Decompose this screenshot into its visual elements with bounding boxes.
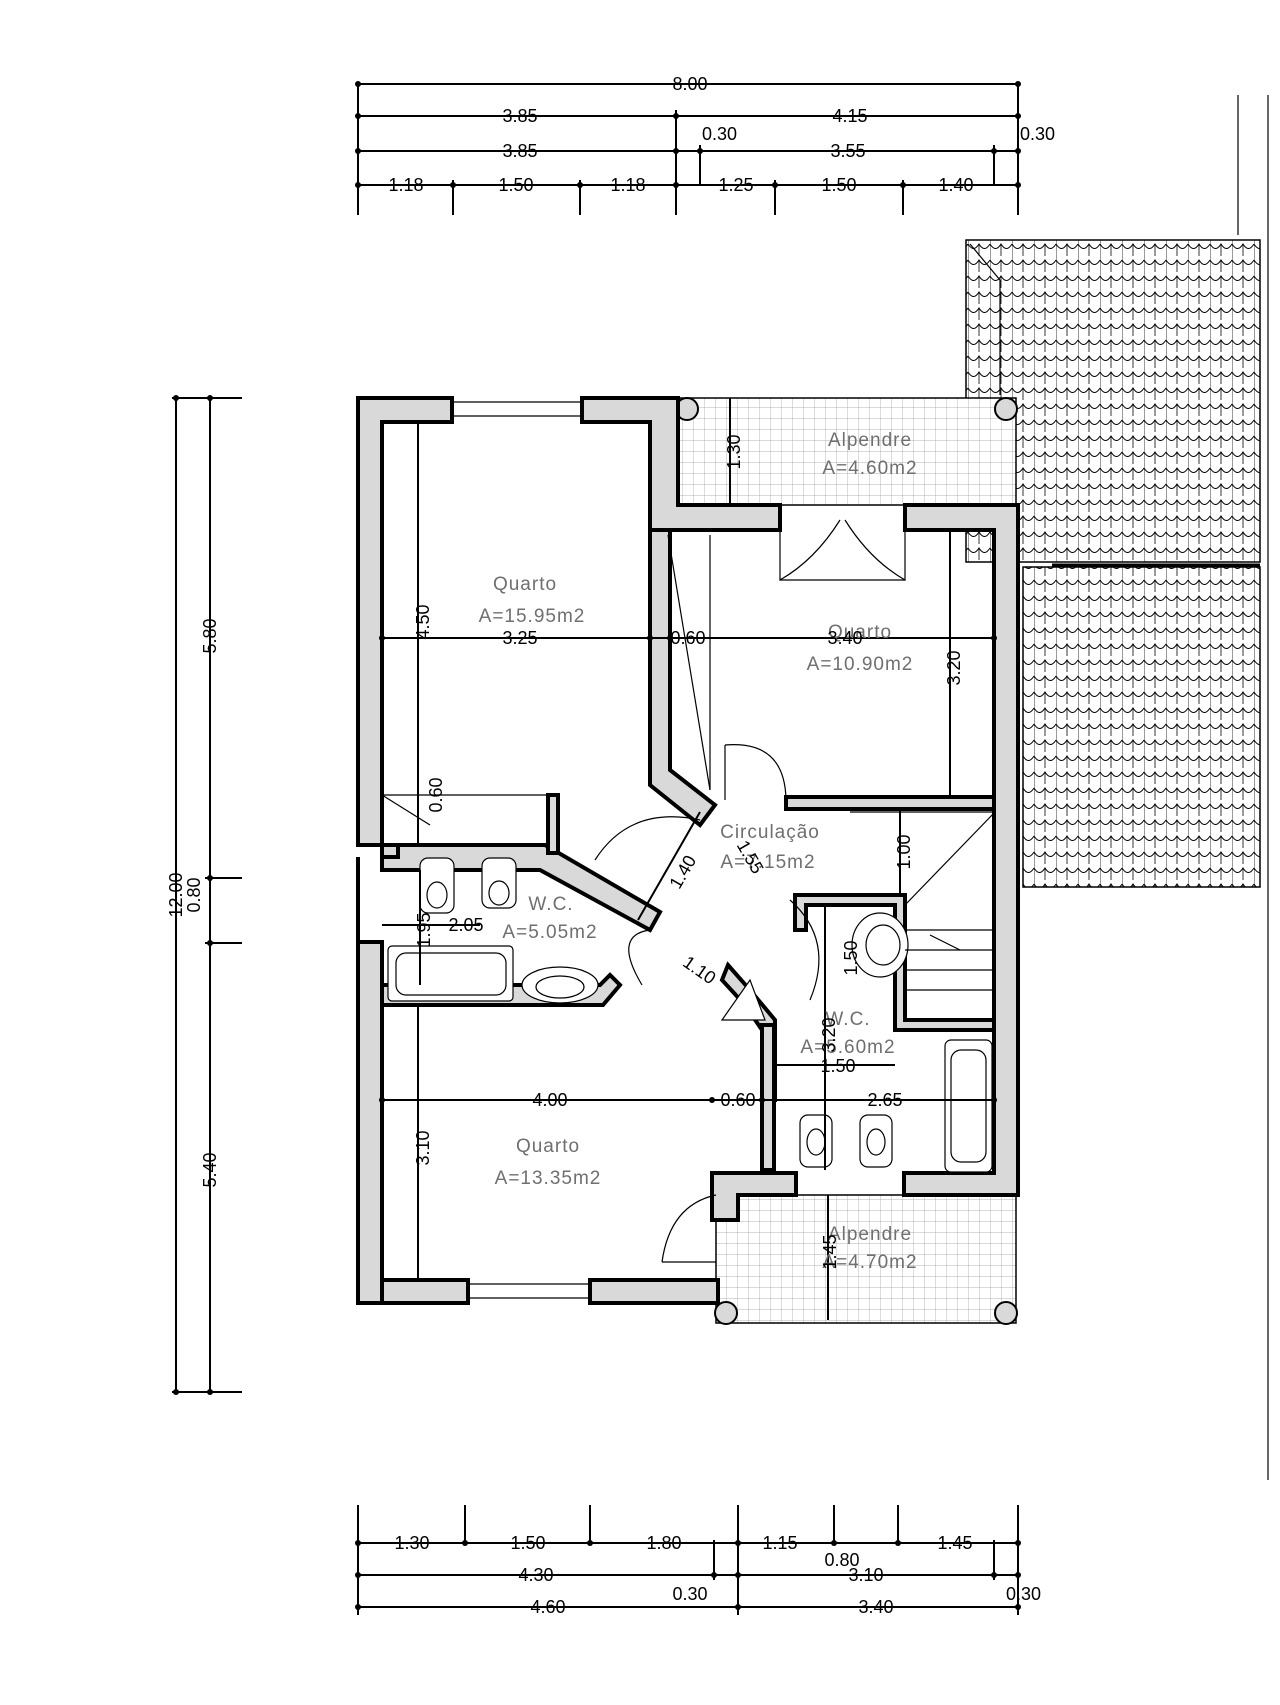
dim-top-r4-f: 1.40 [938,175,973,195]
room-wc1-name: W.C. [528,894,573,915]
dim-top-r4-a: 1.18 [388,175,423,195]
dim-wall-gap: 0.60 [670,628,705,648]
dim-left-upper: 5.80 [200,618,220,653]
dim-top-r3-b: 0.30 [702,124,737,144]
dim-top-r3-c: 3.55 [830,141,865,161]
dim-top-r3-d: 0.30 [1020,124,1055,144]
dimension-ticks [173,81,1021,1610]
dim-q1-height: 4.50 [413,604,433,639]
dim-top-r3-a: 3.85 [502,141,537,161]
dim-wc1-height: 1.95 [414,912,434,947]
dim-bot-r1-a: 1.30 [394,1533,429,1553]
dimension-labels-left: 12.00 5.80 0.80 5.40 [166,618,220,1187]
porch-top [675,397,1018,506]
dimension-labels-top: 8.00 3.85 4.15 3.85 0.30 3.55 0.30 1.18 … [388,74,1055,195]
dim-stair-gap: 1.00 [894,834,914,869]
room-q3-area: A=13.35m2 [495,1168,602,1189]
room-q2-name: Quarto [828,622,892,643]
dim-wc2-sink: 1.50 [841,940,861,975]
dim-left-middle: 0.80 [184,877,204,912]
dim-q2-height: 3.20 [944,650,964,685]
room-wc1-area: A=5.05m2 [502,922,597,943]
dim-wc1-width: 2.05 [448,915,483,935]
dim-top-r4-c: 1.18 [610,175,645,195]
room-alp1-name: Alpendre [828,430,912,451]
dim-top-total: 8.00 [672,74,707,94]
dim-circ-c: 1.10 [679,952,719,988]
dimension-lines-bottom [357,1505,1019,1615]
room-wc2-name: W.C. [825,1009,870,1030]
dim-wc2-height: 3.20 [819,1017,839,1052]
dim-top-right: 4.15 [832,106,867,126]
room-circ-area: A=7.15m2 [720,852,815,873]
room-wc2-area: A=5.60m2 [800,1037,895,1058]
interior-dimension-lines [382,398,994,1320]
dim-bot-r2-c: 3.10 [848,1565,883,1585]
dim-top-r4-e: 1.50 [821,175,856,195]
dim-wall-gap2: 0.60 [720,1090,755,1110]
dim-circ-a: 1.40 [665,852,700,892]
dim-bot-r1-f: 1.45 [937,1533,972,1553]
dim-left-total: 12.00 [166,872,186,917]
dim-bot-r2-a: 4.30 [518,1565,553,1585]
room-q2-area: A=10.90m2 [807,654,914,675]
dim-top-left: 3.85 [502,106,537,126]
dim-bot-r2-b: 0.30 [672,1584,707,1604]
dimension-labels-bottom: 1.30 1.50 1.80 1.15 0.80 1.45 4.30 0.30 … [394,1533,1041,1617]
dim-bot-r3-b: 3.40 [858,1597,893,1617]
room-circ-name: Circulação [720,822,820,843]
room-q3-name: Quarto [516,1136,580,1157]
dim-closet-depth: 0.60 [426,777,446,812]
dim-q1-width: 3.25 [502,628,537,648]
dim-q3-right: 2.65 [867,1090,902,1110]
dim-alp-bottom-depth: 1.45 [820,1234,840,1269]
dim-left-lower: 5.40 [200,1152,220,1187]
room-alp2-name: Alpendre [828,1224,912,1245]
dimension-lines-top [357,82,1019,215]
walls [356,396,1020,1305]
dim-top-r4-d: 1.25 [718,175,753,195]
room-labels: Quarto A=15.95m2 Quarto A=10.90m2 Quarto… [479,430,917,1273]
dim-wc2-width: 1.50 [820,1056,855,1076]
dim-bot-r1-c: 1.80 [646,1533,681,1553]
dim-alp-top-depth: 1.30 [724,434,744,469]
dim-q3-width: 4.00 [532,1090,567,1110]
dim-q3-height: 3.10 [413,1130,433,1165]
room-alp1-area: A=4.60m2 [822,458,917,479]
dim-q2-width: 3.40 [827,628,862,648]
porch-bottom [714,1194,1018,1325]
dim-bot-r1-e: 0.80 [824,1550,859,1570]
room-alp2-area: A=4.70m2 [822,1252,917,1273]
dim-bot-r3-a: 4.60 [530,1597,565,1617]
dim-bot-r2-d: 0.30 [1006,1584,1041,1604]
room-q1-name: Quarto [493,574,557,595]
dim-top-r4-b: 1.50 [498,175,533,195]
fixtures [381,401,996,1299]
dim-bot-r1-d: 1.15 [762,1533,797,1553]
room-q1-area: A=15.95m2 [479,606,586,627]
dim-bot-r1-b: 1.50 [510,1533,545,1553]
